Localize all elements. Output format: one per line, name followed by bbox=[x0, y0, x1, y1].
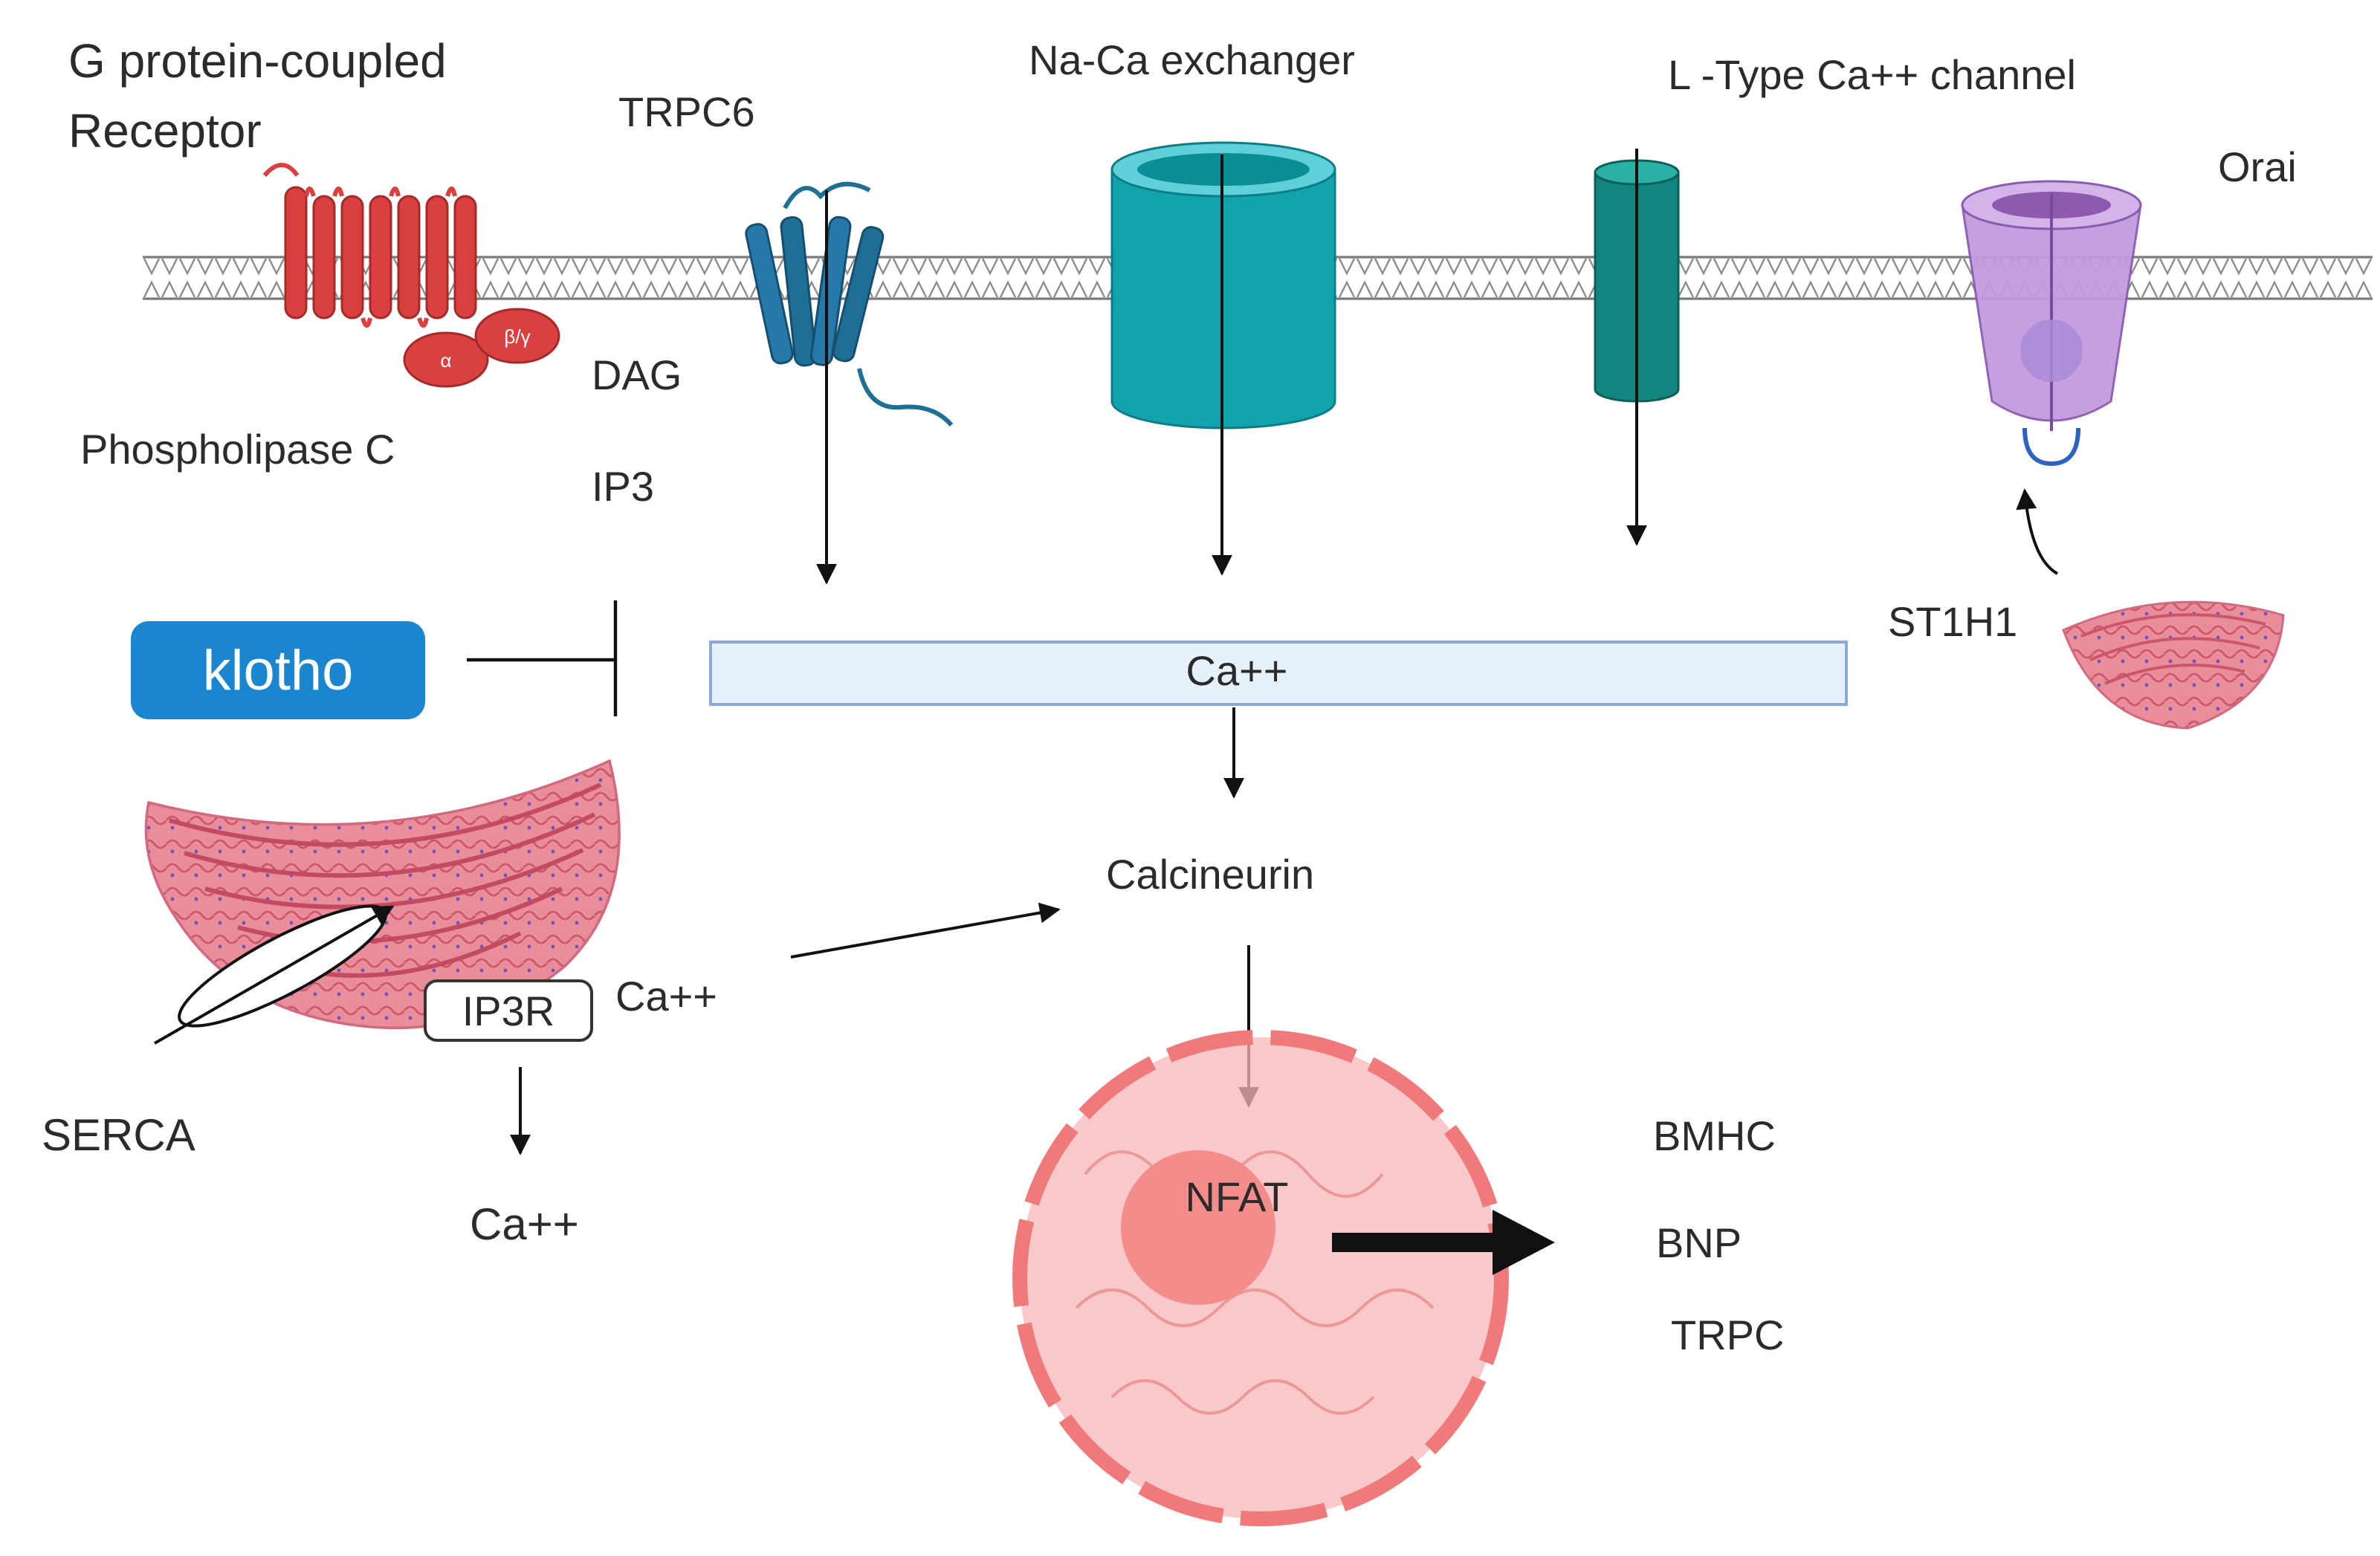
beta-gamma-label: β/γ bbox=[504, 325, 530, 348]
calcineurin-label: Calcineurin bbox=[1106, 851, 1314, 898]
alpha-label: α bbox=[440, 349, 451, 372]
er-ca-to-calcineurin-arrow bbox=[790, 902, 1061, 959]
serca-pump-icon bbox=[154, 904, 395, 1045]
l-type-channel-label: L -Type Ca++ channel bbox=[1668, 51, 2076, 98]
beta-gamma-subunit-icon bbox=[474, 308, 560, 364]
trpc6-label: TRPC6 bbox=[618, 88, 755, 135]
nfat-label: NFAT bbox=[1186, 1173, 1289, 1220]
nfat-transcription-arrow-head bbox=[1493, 1210, 1555, 1275]
cytosolic-ca-label: Ca++ bbox=[1186, 647, 1288, 694]
dag-label: DAG bbox=[592, 351, 682, 398]
alpha-subunit-icon bbox=[403, 331, 489, 388]
orai-channel-icon bbox=[1961, 180, 2142, 467]
orai-label: Orai bbox=[2218, 143, 2297, 190]
klotho-badge bbox=[131, 621, 425, 719]
gpcr-receptor-icon bbox=[262, 163, 477, 328]
cytosolic-ca-box bbox=[709, 641, 1848, 706]
bnp-label: BNP bbox=[1656, 1219, 1742, 1266]
g-protein-icon: α β/γ bbox=[403, 308, 560, 388]
released-ca-label: Ca++ bbox=[470, 1199, 579, 1249]
na-ca-exchanger-label: Na-Ca exchanger bbox=[1029, 36, 1355, 83]
st1h1-label: ST1H1 bbox=[1888, 598, 2017, 645]
small-er-icon bbox=[2062, 600, 2285, 730]
klotho-label: klotho bbox=[203, 639, 354, 702]
nucleus-icon bbox=[1012, 1030, 1509, 1526]
ip3-label: IP3 bbox=[592, 463, 654, 510]
ip3r-receptor-box bbox=[424, 979, 593, 1042]
stim-to-orai-arrow bbox=[2016, 488, 2059, 575]
gpcr-label-line2: Receptor bbox=[68, 104, 262, 158]
er-ca-label: Ca++ bbox=[615, 973, 717, 1019]
serca-label: SERCA bbox=[42, 1110, 195, 1160]
trpc6-channel-icon bbox=[745, 181, 954, 427]
trpc-label: TRPC bbox=[1671, 1312, 1784, 1358]
nucleolus-icon bbox=[1121, 1150, 1275, 1305]
ip3r-label: IP3R bbox=[462, 988, 555, 1034]
gpcr-label-line1: G protein-coupled bbox=[68, 34, 447, 88]
bmhc-label: BMHC bbox=[1653, 1112, 1776, 1159]
phospholipase-c-label: Phospholipase C bbox=[80, 426, 395, 473]
